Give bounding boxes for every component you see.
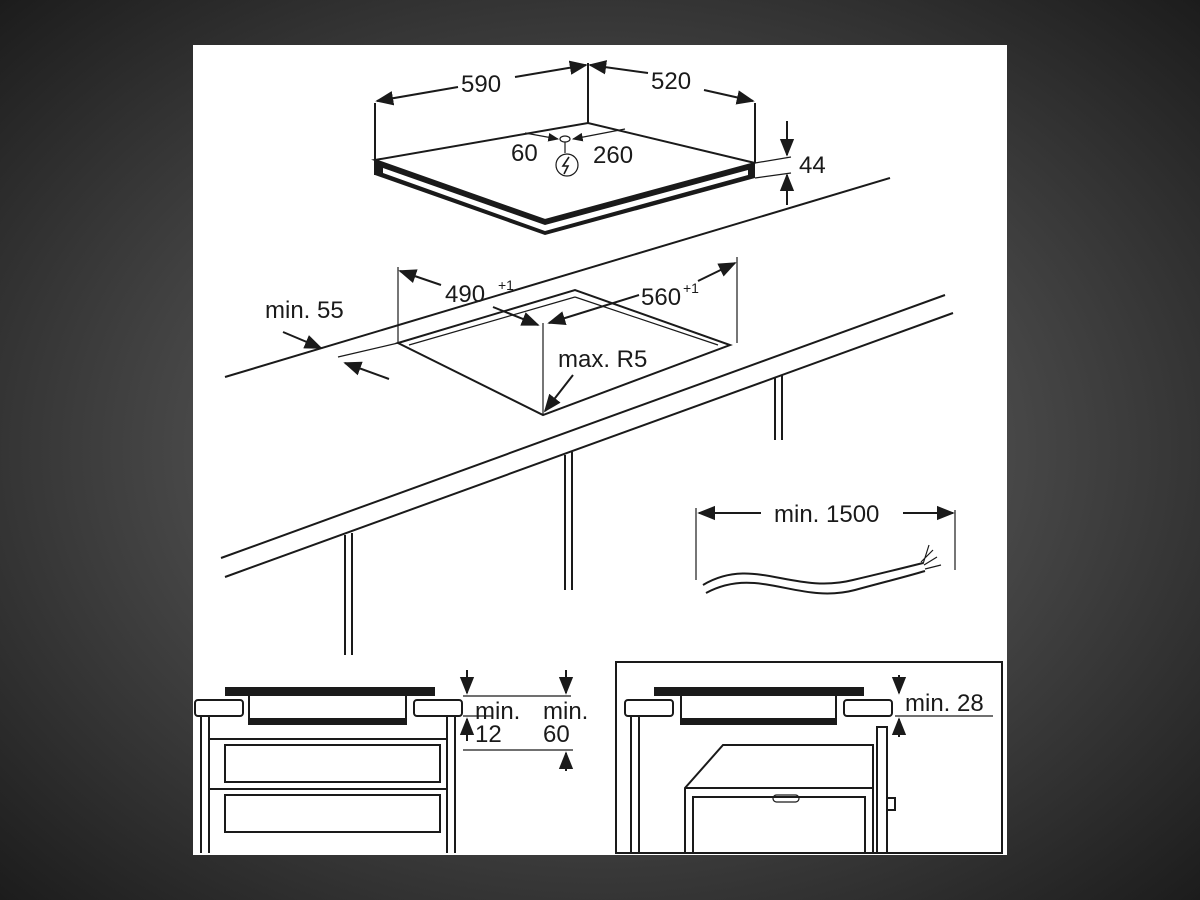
cutout-depth-tolerance: +1: [498, 277, 514, 293]
cutout-depth-dimension: 490 +1: [398, 269, 540, 326]
worktop-drawing: [220, 177, 954, 655]
cutout-width-tolerance: +1: [683, 280, 699, 296]
hob-thickness-label: 44: [799, 152, 826, 179]
front-clearance-dimension: min. 55: [265, 297, 390, 380]
cutout-width-label: 560: [641, 284, 681, 311]
section-oven-drawing: [615, 661, 1003, 854]
cutout-depth-label: 490: [445, 281, 485, 308]
installation-diagram: 590 520 60 260 44: [194, 60, 1003, 854]
hob-drawing: [371, 63, 756, 235]
electric-supply-icon: [555, 153, 579, 177]
installation-diagram-sheet: 590 520 60 260 44: [193, 45, 1007, 855]
oven-gap-label: min. 28: [905, 690, 984, 717]
drawer-gap-label-1-line1: min.: [475, 698, 520, 725]
drawer-gap-label-1-line2: 12: [475, 721, 502, 748]
cutout-width-dimension: 560 +1: [547, 262, 737, 326]
cable-length-dimension: min. 1500: [697, 501, 955, 528]
cable-drawing: [695, 508, 956, 595]
drawer-gap-label-2-line1: min.: [543, 698, 588, 725]
cable-length-label: min. 1500: [774, 501, 879, 528]
cable-offset-left-label: 60: [511, 140, 538, 167]
cable-offset-right-label: 260: [593, 142, 633, 169]
front-clearance-label: min. 55: [265, 297, 344, 324]
hob-width-label: 590: [461, 71, 501, 98]
oven-gap-dimension: min. 28: [905, 690, 984, 717]
hob-depth-label: 520: [651, 68, 691, 95]
drawer-gap-labels: min. 12 min. 60: [475, 698, 588, 748]
section-drawer-drawing: [194, 670, 574, 853]
hob-depth-dimension: 520: [588, 60, 755, 105]
hob-width-dimension: 590: [375, 60, 588, 106]
cable-offset-dimension: 60 260: [511, 140, 633, 177]
cutout-drawing: [337, 257, 738, 417]
hob-thickness-dimension: 44: [754, 121, 826, 205]
drawer-gap-label-2-line2: 60: [543, 721, 570, 748]
corner-radius-dimension: max. R5: [543, 346, 647, 413]
corner-radius-label: max. R5: [558, 346, 647, 373]
